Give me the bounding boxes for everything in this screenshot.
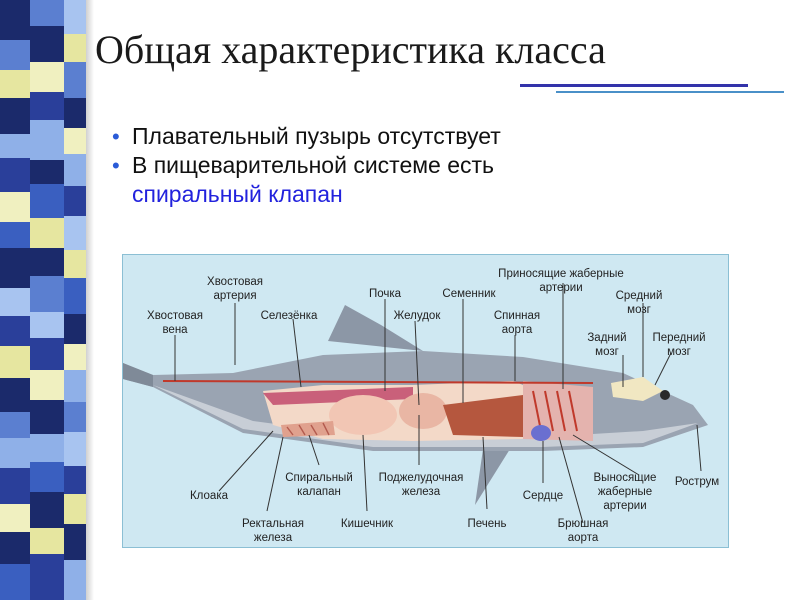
spiral-valve-ridges	[286, 422, 330, 436]
spiral-valve-organ	[281, 421, 335, 437]
shark-anatomy-figure: Хвостовая артерия Хвостовая вена Селезён…	[122, 254, 729, 548]
label-ventral-aorta: Брюшная	[558, 518, 609, 530]
label-afferent-arteries: артерии	[539, 282, 582, 294]
label-caudal-artery: Хвостовая	[207, 276, 263, 288]
label-midbrain: Средний	[616, 290, 663, 302]
bullet-text: Плавательный пузырь отсутствует	[132, 123, 501, 149]
title-underline-secondary	[556, 91, 784, 93]
eye	[660, 390, 670, 400]
label-afferent-arteries: Приносящие жаберные	[498, 268, 624, 280]
label-dorsal-aorta: Спинная	[494, 310, 540, 322]
label-spiral-valve: калапан	[297, 486, 341, 498]
dorsal-fin	[328, 305, 423, 351]
decorative-side-strip	[0, 0, 94, 600]
label-dorsal-aorta: аорта	[502, 324, 533, 336]
strip-column-dark	[0, 0, 30, 600]
label-intestine: Кишечник	[341, 518, 394, 530]
label-caudal-vein: Хвостовая	[147, 310, 203, 322]
heart-organ	[531, 425, 551, 441]
strip-column-mid	[30, 0, 64, 600]
title-underline	[520, 84, 748, 87]
bullet-text: В пищеварительной системе есть	[132, 152, 495, 178]
label-efferent-arteries: жаберные	[598, 486, 652, 498]
stomach-organ	[399, 393, 447, 429]
label-heart: Сердце	[523, 490, 563, 502]
label-spiral-valve: Спиральный	[285, 472, 353, 484]
label-hindbrain: мозг	[595, 346, 619, 358]
brain-organ	[611, 377, 663, 401]
label-hindbrain: Задний	[587, 332, 626, 344]
label-forebrain: мозг	[667, 346, 691, 358]
label-ventral-aorta: аорта	[568, 532, 599, 544]
label-midbrain: мозг	[627, 304, 651, 316]
strip-column-light	[64, 0, 86, 600]
gill-arteries	[532, 390, 578, 432]
intestine-organ	[329, 395, 397, 435]
bullet-item: • В пищеварительной системе есть спираль…	[112, 151, 732, 209]
bullet-item: • Плавательный пузырь отсутствует	[112, 122, 732, 151]
bullet-marker: •	[112, 153, 120, 178]
bullet-highlight-text: спиральный клапан	[132, 181, 343, 207]
label-rectal-gland: железа	[254, 532, 293, 544]
label-caudal-vein: вена	[162, 324, 188, 336]
ventral-fin	[475, 435, 515, 505]
label-efferent-arteries: Выносящие	[594, 472, 657, 484]
label-rectal-gland: Ректальная	[242, 518, 304, 530]
liver-organ	[443, 395, 523, 437]
label-stomach: Желудок	[394, 310, 442, 322]
label-pancreas: железа	[402, 486, 441, 498]
label-forebrain: Передний	[652, 332, 705, 344]
label-pancreas: Поджелудочная	[379, 472, 464, 484]
label-efferent-arteries: артерии	[603, 500, 646, 512]
label-caudal-artery: артерия	[213, 290, 256, 302]
strip-shadow	[86, 0, 94, 600]
label-testis: Семенник	[442, 288, 496, 300]
label-kidney: Почка	[369, 288, 402, 300]
label-leader-lines	[174, 283, 702, 524]
dorsal-aorta-vessel	[162, 380, 594, 384]
tail-fin	[123, 363, 153, 387]
bullet-list: • Плавательный пузырь отсутствует • В пи…	[112, 122, 732, 209]
label-rostrum: Рострум	[675, 476, 719, 488]
label-liver: Печень	[467, 518, 506, 530]
slide-title: Общая характеристика класса	[95, 27, 606, 72]
label-spleen: Селезёнка	[261, 310, 318, 322]
bullet-marker: •	[112, 124, 120, 149]
label-cloaca: Клоака	[190, 490, 229, 502]
shark-anatomy-diagram: Хвостовая артерия Хвостовая вена Селезён…	[123, 268, 719, 544]
